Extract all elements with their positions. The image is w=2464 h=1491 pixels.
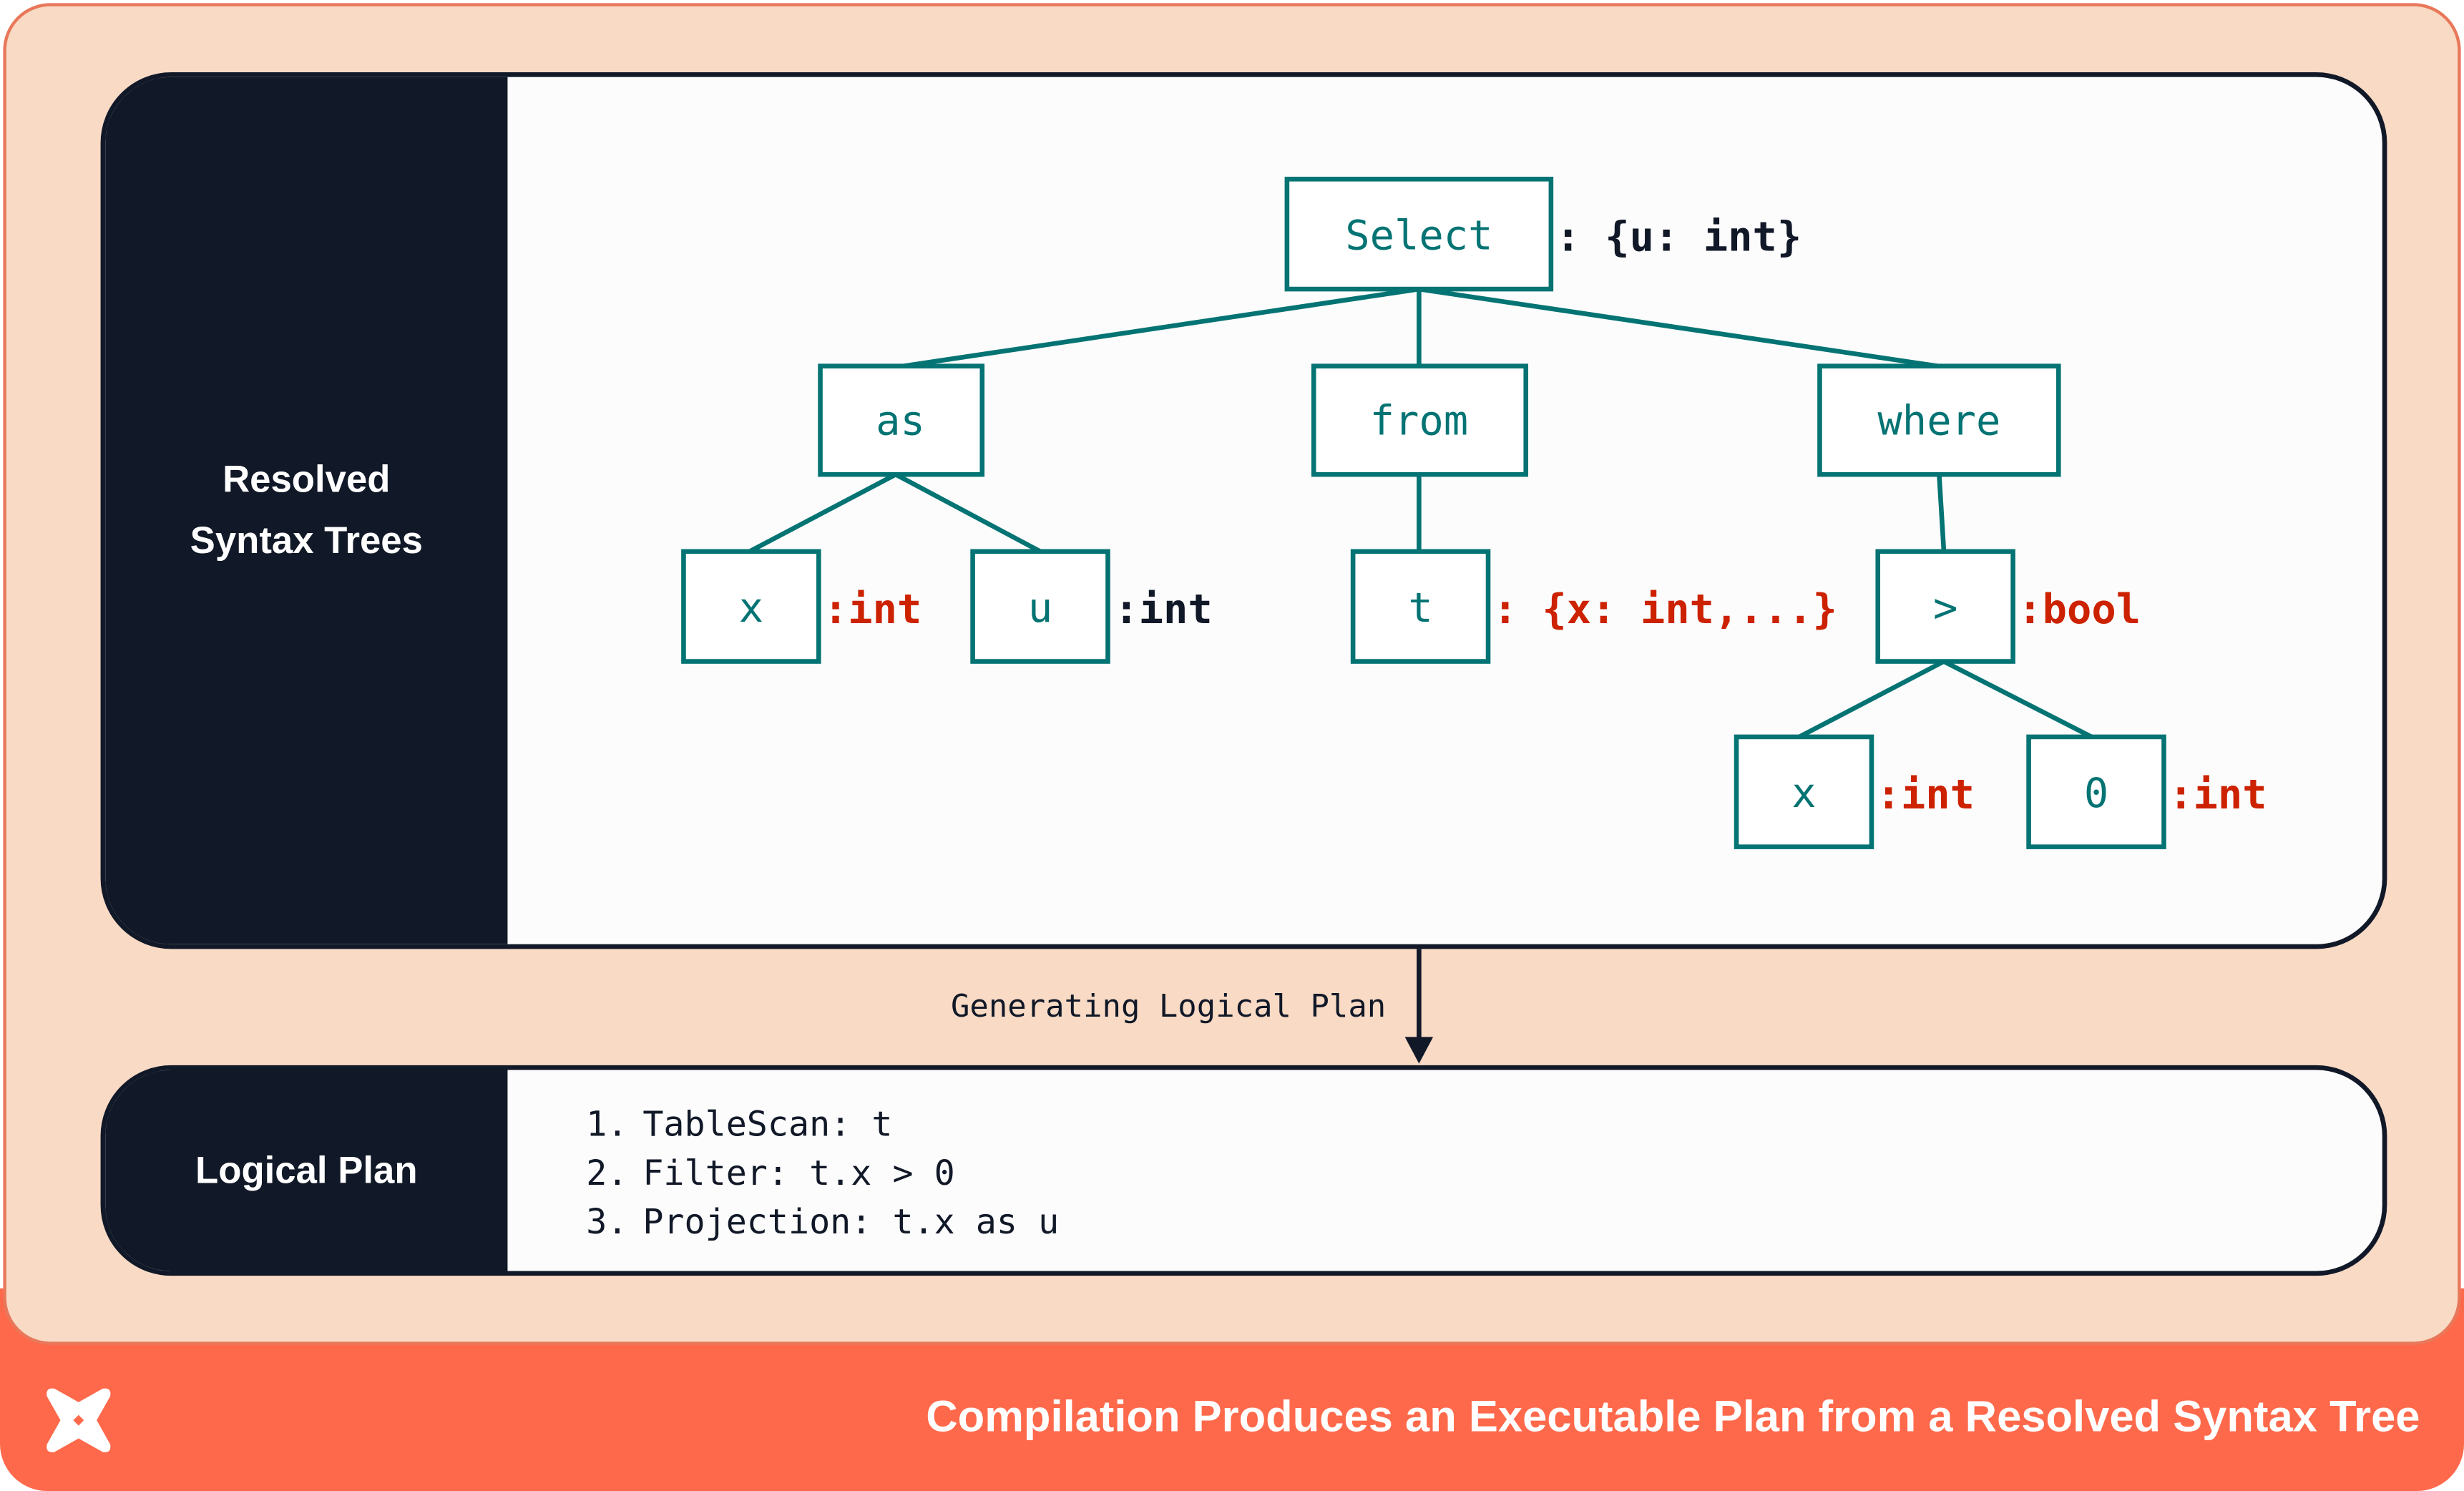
step-text: Filter: t.x > 0 xyxy=(642,1155,955,1194)
node-u xyxy=(970,549,1110,664)
type-annotation: :int xyxy=(1877,771,1975,818)
tree-nodes xyxy=(681,177,2166,849)
plan-step: 3. Projection: t.x as u xyxy=(586,1199,1059,1248)
label-line: Resolved xyxy=(223,459,391,502)
node-where xyxy=(1817,363,2061,477)
type-annotation: :int xyxy=(1114,586,1213,633)
node-label: u xyxy=(1028,585,1052,632)
node-t xyxy=(1350,549,1491,664)
plan-step: 1. TableScan: t xyxy=(586,1101,1059,1150)
step-number: 3. xyxy=(586,1203,628,1243)
plan-step: 2. Filter: t.x > 0 xyxy=(586,1150,1059,1198)
node-select xyxy=(1284,177,1554,292)
footer-title: Compilation Produces an Executable Plan … xyxy=(926,1392,2420,1441)
arrow-icon xyxy=(1404,949,1434,1064)
type-annotation: :int xyxy=(823,586,922,633)
tree-edges xyxy=(748,286,2093,739)
label-line: Syntax Trees xyxy=(190,519,423,563)
node-from xyxy=(1311,363,1529,477)
type-annotation: : {u: int} xyxy=(1555,214,1801,261)
node-label: t xyxy=(1408,585,1432,632)
node-zero xyxy=(2026,734,2166,849)
node-x xyxy=(681,549,821,664)
panel-label: Logical Plan xyxy=(105,1070,508,1271)
node-label: where xyxy=(1877,398,2000,445)
step-text: TableScan: t xyxy=(642,1105,893,1145)
type-annotation: : {x: int,...} xyxy=(1493,586,1837,633)
logical-plan-panel: Logical Plan 1. TableScan: t 2. Filter: t.… xyxy=(100,1065,2387,1276)
node-label: > xyxy=(1933,585,1957,632)
x-logo-icon xyxy=(47,1388,111,1452)
node-label: Select xyxy=(1345,212,1492,259)
node-label: from xyxy=(1370,398,1469,445)
node-label: 0 xyxy=(2084,770,2108,817)
node-label: x xyxy=(1791,770,1816,817)
arrow-label: Generating Logical Plan xyxy=(950,987,1387,1025)
node-gt xyxy=(1875,549,2015,664)
node-as xyxy=(818,363,985,477)
step-number: 2. xyxy=(586,1155,628,1194)
node-x2 xyxy=(1734,734,1874,849)
type-annotation: :int xyxy=(2169,771,2267,818)
node-label: x xyxy=(739,585,763,632)
plan-steps: 1. TableScan: t 2. Filter: t.x > 0 3. Proje… xyxy=(586,1101,1059,1247)
step-number: 1. xyxy=(586,1105,628,1145)
node-label: as xyxy=(876,398,925,445)
step-text: Projection: t.x as u xyxy=(642,1203,1060,1243)
type-annotation: :bool xyxy=(2018,586,2141,633)
